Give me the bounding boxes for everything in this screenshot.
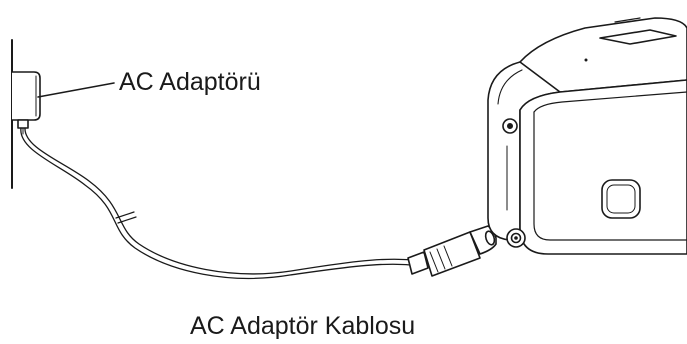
label-printer-illustration xyxy=(487,17,687,255)
dc-plug xyxy=(407,225,497,277)
ac-adapter-cable-label: AC Adaptör Kablosu xyxy=(190,312,416,340)
ac-adapter-label: AC Adaptörü xyxy=(119,68,261,96)
ac-adapter-illustration xyxy=(11,71,41,135)
ac-adapter-leader-line xyxy=(37,82,115,98)
ac-adapter-cable xyxy=(20,127,412,280)
